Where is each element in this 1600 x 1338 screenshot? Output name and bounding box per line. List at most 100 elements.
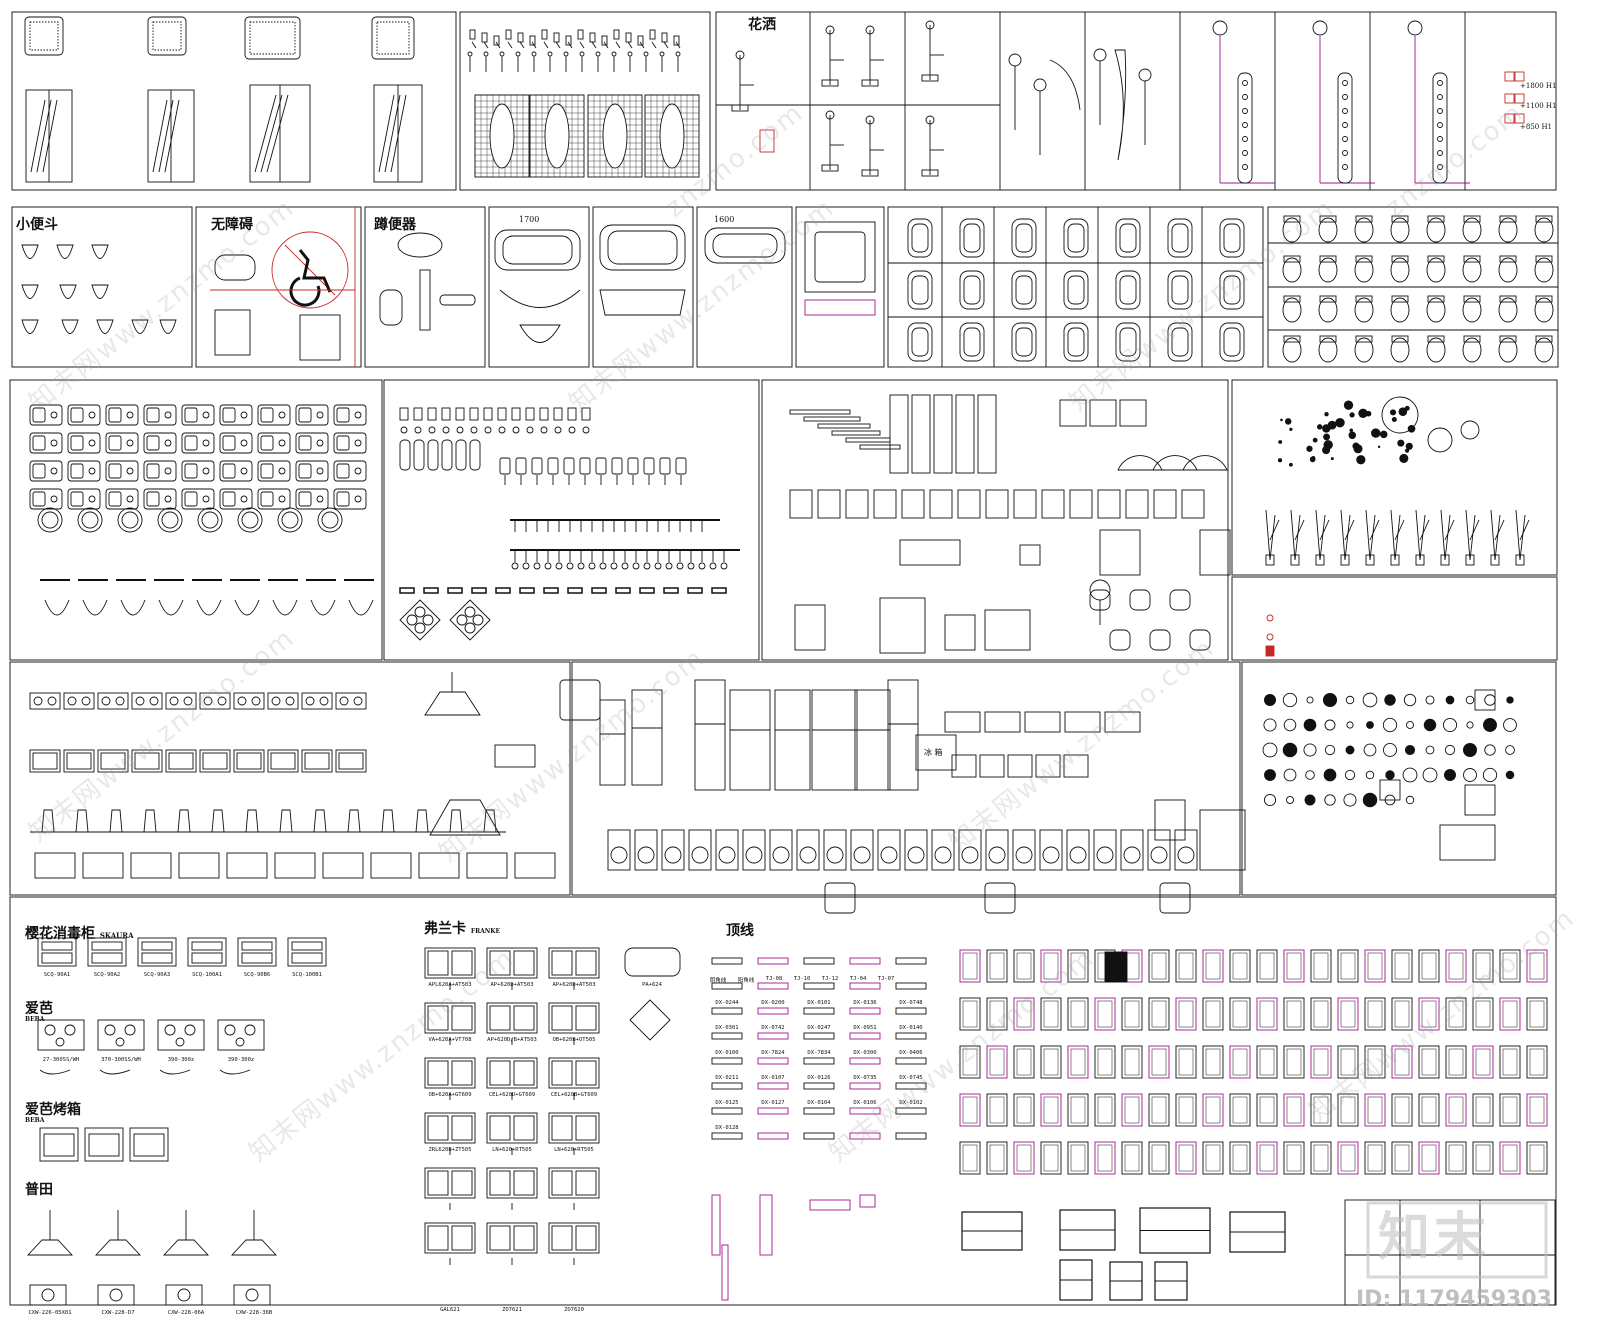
cad-circle [1437, 136, 1443, 142]
basin-section [310, 599, 336, 616]
cad-block [335, 749, 367, 773]
molding-profile [711, 1132, 743, 1140]
cabinet-door [1502, 1096, 1518, 1124]
cad-circle [853, 846, 871, 864]
sakura-model-caption: SCQ-90A1 [43, 972, 71, 978]
sakura-model-caption: SCQ-90A3 [143, 972, 171, 978]
bathtub-plan [907, 218, 933, 258]
bathtub-plan [1119, 327, 1137, 357]
cabinet-door [1205, 952, 1221, 980]
cad-block [1097, 489, 1121, 519]
cad-block [199, 749, 231, 773]
cad-circle [718, 846, 736, 864]
cad-circle [285, 696, 295, 706]
cad-circle [354, 495, 362, 503]
cad-circle [522, 562, 530, 570]
molding-code-caption: DX-0104 [807, 1100, 831, 1106]
cad-block [298, 491, 312, 507]
cad-block [921, 74, 939, 82]
cabinet-door [1310, 1093, 1332, 1127]
cad-block [502, 235, 573, 265]
molding-code-caption: TJ-12 [821, 976, 839, 982]
toilet-plan [1318, 297, 1338, 323]
cad-block [1499, 215, 1517, 223]
cad-block [525, 407, 535, 421]
height-label-1: +1800 H1 [1520, 82, 1557, 90]
cad-block [413, 407, 423, 421]
cad-block [803, 416, 861, 422]
cabinet-door [1499, 997, 1521, 1031]
decor-item [1262, 742, 1278, 758]
cabinet-door [1313, 1096, 1329, 1124]
cabinet-door [989, 1000, 1005, 1028]
toilet-plan [1534, 217, 1554, 243]
decor-item [1344, 769, 1356, 781]
cad-block [513, 1005, 535, 1031]
cad-circle [339, 696, 349, 706]
franke-model-caption: ZO7620 [564, 1307, 584, 1313]
cad-block [1063, 754, 1089, 778]
cad-block [634, 829, 658, 871]
cad-block [1093, 829, 1117, 871]
cad-circle [1437, 80, 1443, 86]
cooker-hood [483, 809, 497, 833]
cad-block [181, 488, 215, 510]
cad-circle [115, 1037, 125, 1047]
foliage-dot [1349, 412, 1355, 418]
urinal-symbol [91, 284, 109, 299]
cad-block [575, 1115, 597, 1141]
cad-block [984, 711, 1021, 733]
cabinet-door [1175, 1141, 1197, 1175]
franke-model-caption: AP+620D+AT503 [490, 982, 534, 988]
cad-block [418, 852, 460, 879]
cad-circle [354, 411, 362, 419]
cabinet-door [1448, 1096, 1464, 1124]
cad-line [1319, 514, 1326, 561]
foliage-dot [1284, 418, 1292, 425]
cabinet-door [1286, 1144, 1302, 1172]
cad-block [427, 1225, 449, 1251]
toilet-plan [1462, 257, 1482, 283]
cad-block [336, 435, 350, 451]
cad-block [687, 587, 703, 594]
cad-block [43, 1133, 75, 1157]
cad-block [1390, 554, 1400, 566]
cabinet-door [1178, 952, 1194, 980]
cabinet-door [962, 1144, 978, 1172]
cad-circle [201, 511, 219, 529]
cad-block [551, 950, 573, 976]
panel-frame [383, 379, 760, 661]
cad-block [41, 941, 73, 951]
diamond-tile [399, 599, 441, 641]
molding-code-caption: DX-0300 [853, 1050, 877, 1056]
cad-line [591, 41, 597, 49]
cad-circle [1342, 122, 1348, 128]
cabinet-door [1445, 1093, 1467, 1127]
cabinet-door [1016, 952, 1032, 980]
cad-circle [88, 411, 96, 419]
decor-item [1444, 744, 1456, 756]
cad-circle [271, 696, 281, 706]
cooker-hood [211, 809, 225, 833]
cad-circle [595, 51, 601, 57]
cabinet-door [1094, 1093, 1116, 1127]
title-block [1344, 1199, 1556, 1306]
cooker-hood [75, 809, 89, 833]
cad-block [1514, 93, 1525, 104]
decor-item [1306, 696, 1314, 704]
cad-block [29, 432, 63, 454]
cad-block [821, 79, 839, 87]
cad-block [222, 435, 236, 451]
panel-frame [488, 206, 590, 368]
cabinet-door [1121, 1141, 1143, 1175]
bathtub-plan [1015, 275, 1033, 305]
bathtub-plan [1119, 275, 1137, 305]
cad-block [219, 488, 253, 510]
cad-block [529, 35, 536, 46]
franke-model-caption: ZO7621 [502, 1307, 522, 1313]
cabinet-door [1313, 1144, 1329, 1172]
cad-block [1099, 529, 1141, 576]
cad-block [105, 432, 139, 454]
cad-block [191, 952, 223, 964]
cad-block [831, 430, 881, 436]
